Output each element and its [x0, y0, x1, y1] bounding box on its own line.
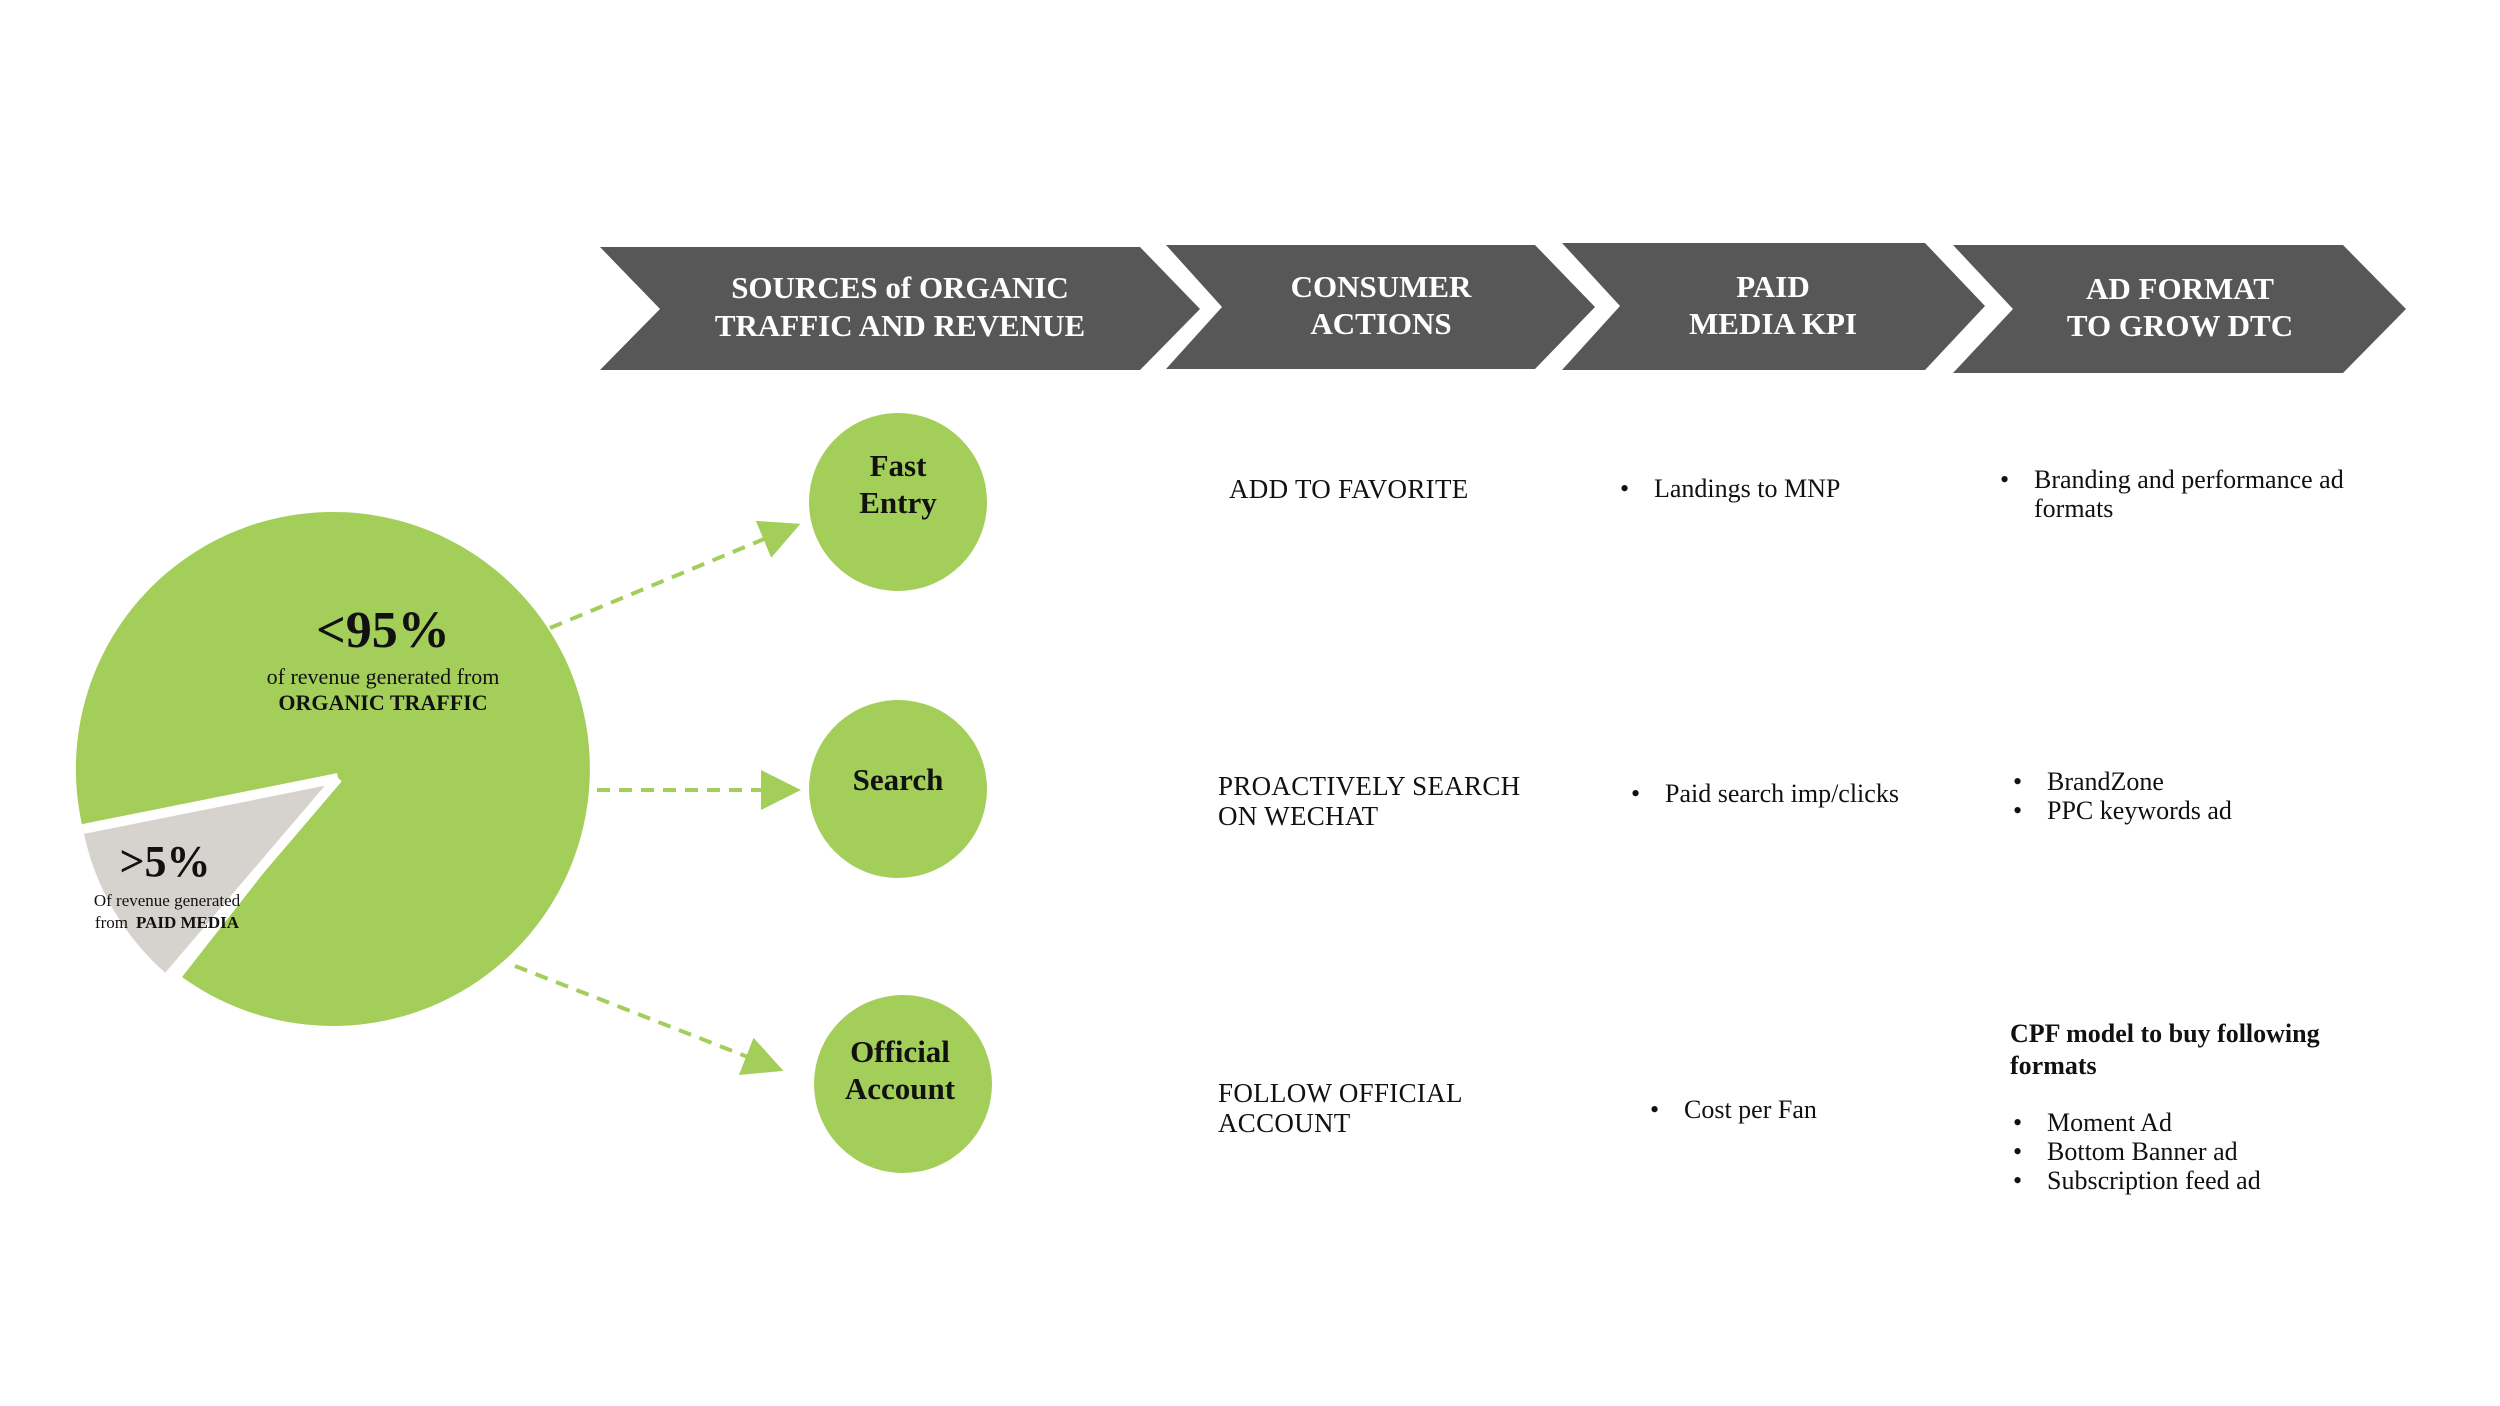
chevron-consumer-line1: CONSUMER [1291, 269, 1472, 304]
chevron-ad-format: AD FORMAT TO GROW DTC [1953, 245, 2406, 373]
kpi-item: Paid search imp/clicks [1627, 779, 1957, 808]
chevron-sources-line1: SOURCES of ORGANIC [731, 270, 1069, 305]
consumer-action-follow-line1: FOLLOW OFFICIAL [1218, 1078, 1463, 1108]
consumer-action-follow: FOLLOW OFFICIAL ACCOUNT [1218, 1078, 1558, 1138]
arrow-to-fast-entry [549, 520, 801, 630]
chevron-consumer-line2: ACTIONS [1310, 306, 1451, 341]
source-search-label: Search [853, 762, 944, 797]
kpi-item: Cost per Fan [1646, 1095, 1946, 1124]
consumer-action-search: PROACTIVELY SEARCH ON WECHAT [1218, 771, 1558, 831]
kpi-list-search: Paid search imp/clicks [1627, 779, 1957, 808]
consumer-action-search-line1: PROACTIVELY SEARCH [1218, 771, 1521, 801]
revenue-pie: <95% of revenue generated from ORGANIC T… [75, 511, 590, 1026]
chevron-consumer-actions: CONSUMER ACTIONS [1166, 245, 1595, 369]
source-search: Search [809, 700, 987, 878]
adformat-cpf-heading: CPF model to buy following formats [2010, 1019, 2320, 1080]
adformat-item: Branding and performance ad formats [1996, 465, 2356, 523]
source-fast-entry: Fast Entry [809, 413, 987, 591]
paid-caption-line2: from PAID MEDIA [95, 913, 240, 932]
pie-divider [82, 773, 339, 834]
chevron-sources-line2: TRAFFIC AND REVENUE [715, 308, 1085, 343]
adformat-list-official-account: Moment Ad Bottom Banner ad Subscription … [2009, 1108, 2339, 1195]
organic-caption-line1: of revenue generated from [267, 664, 500, 689]
adformat-list-fast-entry: Branding and performance ad formats [1996, 465, 2356, 523]
consumer-action-search-line2: ON WECHAT [1218, 801, 1379, 831]
chevron-adformat-line2: TO GROW DTC [2067, 308, 2293, 343]
pie-slice-organic [75, 511, 590, 1026]
adformat-item: PPC keywords ad [2009, 796, 2339, 825]
adformat-item: Bottom Banner ad [2009, 1137, 2339, 1166]
pie-divider [165, 774, 342, 980]
adformat-item: Moment Ad [2009, 1108, 2339, 1137]
adformat-item: Subscription feed ad [2009, 1166, 2339, 1195]
source-fast-entry-line2: Entry [859, 485, 937, 520]
chevron-adformat-line1: AD FORMAT [2086, 271, 2274, 306]
paid-percent: >5% [119, 837, 210, 886]
adformat-list-search: BrandZone PPC keywords ad [2009, 767, 2339, 825]
consumer-action-favorite: ADD TO FAVORITE [1229, 474, 1559, 504]
chevron-sources: SOURCES of ORGANIC TRAFFIC AND REVENUE [600, 247, 1200, 370]
organic-percent: <95% [316, 602, 450, 659]
paid-caption-bold: PAID MEDIA [136, 913, 240, 932]
adformat-item: BrandZone [2009, 767, 2339, 796]
pie-slice-paid [83, 778, 338, 976]
chevron-paid-media-kpi: PAID MEDIA KPI [1562, 243, 1985, 370]
chevron-kpi-line2: MEDIA KPI [1689, 306, 1857, 341]
paid-caption-from: from [95, 913, 128, 932]
consumer-action-favorite-line1: ADD TO FAVORITE [1229, 474, 1469, 504]
kpi-item: Landings to MNP [1616, 474, 1936, 503]
source-fast-entry-line1: Fast [870, 448, 928, 483]
kpi-list-official-account: Cost per Fan [1646, 1095, 1946, 1124]
kpi-list-fast-entry: Landings to MNP [1616, 474, 1936, 503]
paid-caption-line1: Of revenue generated [94, 891, 241, 910]
source-official-line2: Account [845, 1071, 956, 1106]
source-official-account: Official Account [814, 995, 992, 1173]
organic-caption-line2: ORGANIC TRAFFIC [278, 690, 487, 715]
arrow-to-official-account [514, 964, 784, 1075]
source-official-line1: Official [850, 1034, 950, 1069]
consumer-action-follow-line2: ACCOUNT [1218, 1108, 1351, 1138]
chevron-kpi-line1: PAID [1736, 269, 1809, 304]
